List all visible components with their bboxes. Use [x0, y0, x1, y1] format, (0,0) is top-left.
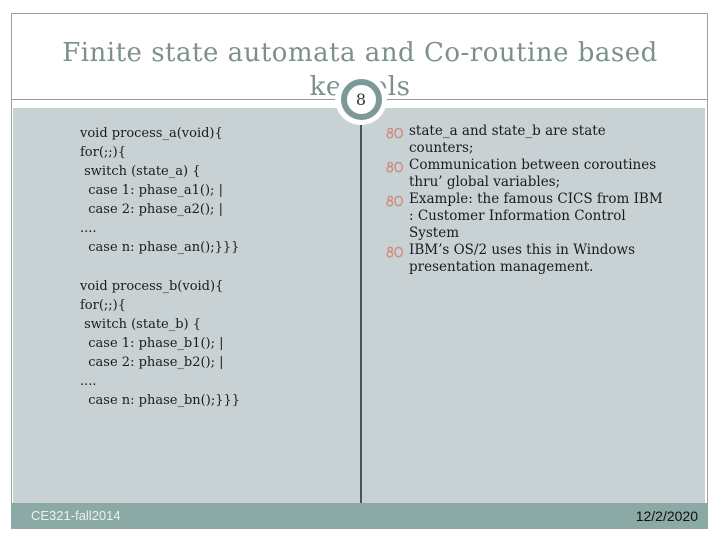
- page-number: 8: [355, 89, 367, 109]
- bullet-item: IBM’s OS/2 uses this in Windows presenta…: [386, 242, 701, 276]
- slide-frame: [11, 13, 708, 529]
- double-loop-bullet-icon: [386, 127, 404, 139]
- double-loop-bullet-icon: [386, 195, 404, 207]
- double-loop-bullet-icon: [386, 161, 404, 173]
- bullet-item: Communication between coroutines thru’ g…: [386, 157, 701, 191]
- bullet-item: Example: the famous CICS from IBM : Cust…: [386, 191, 701, 242]
- code-block-process-a: void process_a(void){ for(;;){ switch (s…: [80, 126, 240, 255]
- content-area: [13, 108, 705, 503]
- bullet-list: state_a and state_b are state counters; …: [386, 123, 701, 276]
- bullet-text: Communication between coroutines thru’ g…: [409, 157, 657, 190]
- footer-band: CE321-fall2014 12/2/2020: [11, 503, 708, 528]
- bullet-text: IBM’s OS/2 uses this in Windows presenta…: [409, 242, 636, 275]
- double-loop-bullet-icon: [386, 246, 404, 258]
- bullet-text: Example: the famous CICS from IBM : Cust…: [409, 191, 663, 241]
- code-block-process-b: void process_b(void){ for(;;){ switch (s…: [80, 279, 241, 408]
- column-divider: [360, 108, 362, 503]
- bullet-text: state_a and state_b are state counters;: [409, 123, 606, 156]
- footer-date: 12/2/2020: [635, 507, 698, 524]
- page-number-badge: 8: [335, 73, 387, 125]
- bullet-item: state_a and state_b are state counters;: [386, 123, 701, 157]
- footer-course-label: CE321-fall2014: [31, 508, 121, 523]
- page-number-ring: 8: [340, 78, 382, 120]
